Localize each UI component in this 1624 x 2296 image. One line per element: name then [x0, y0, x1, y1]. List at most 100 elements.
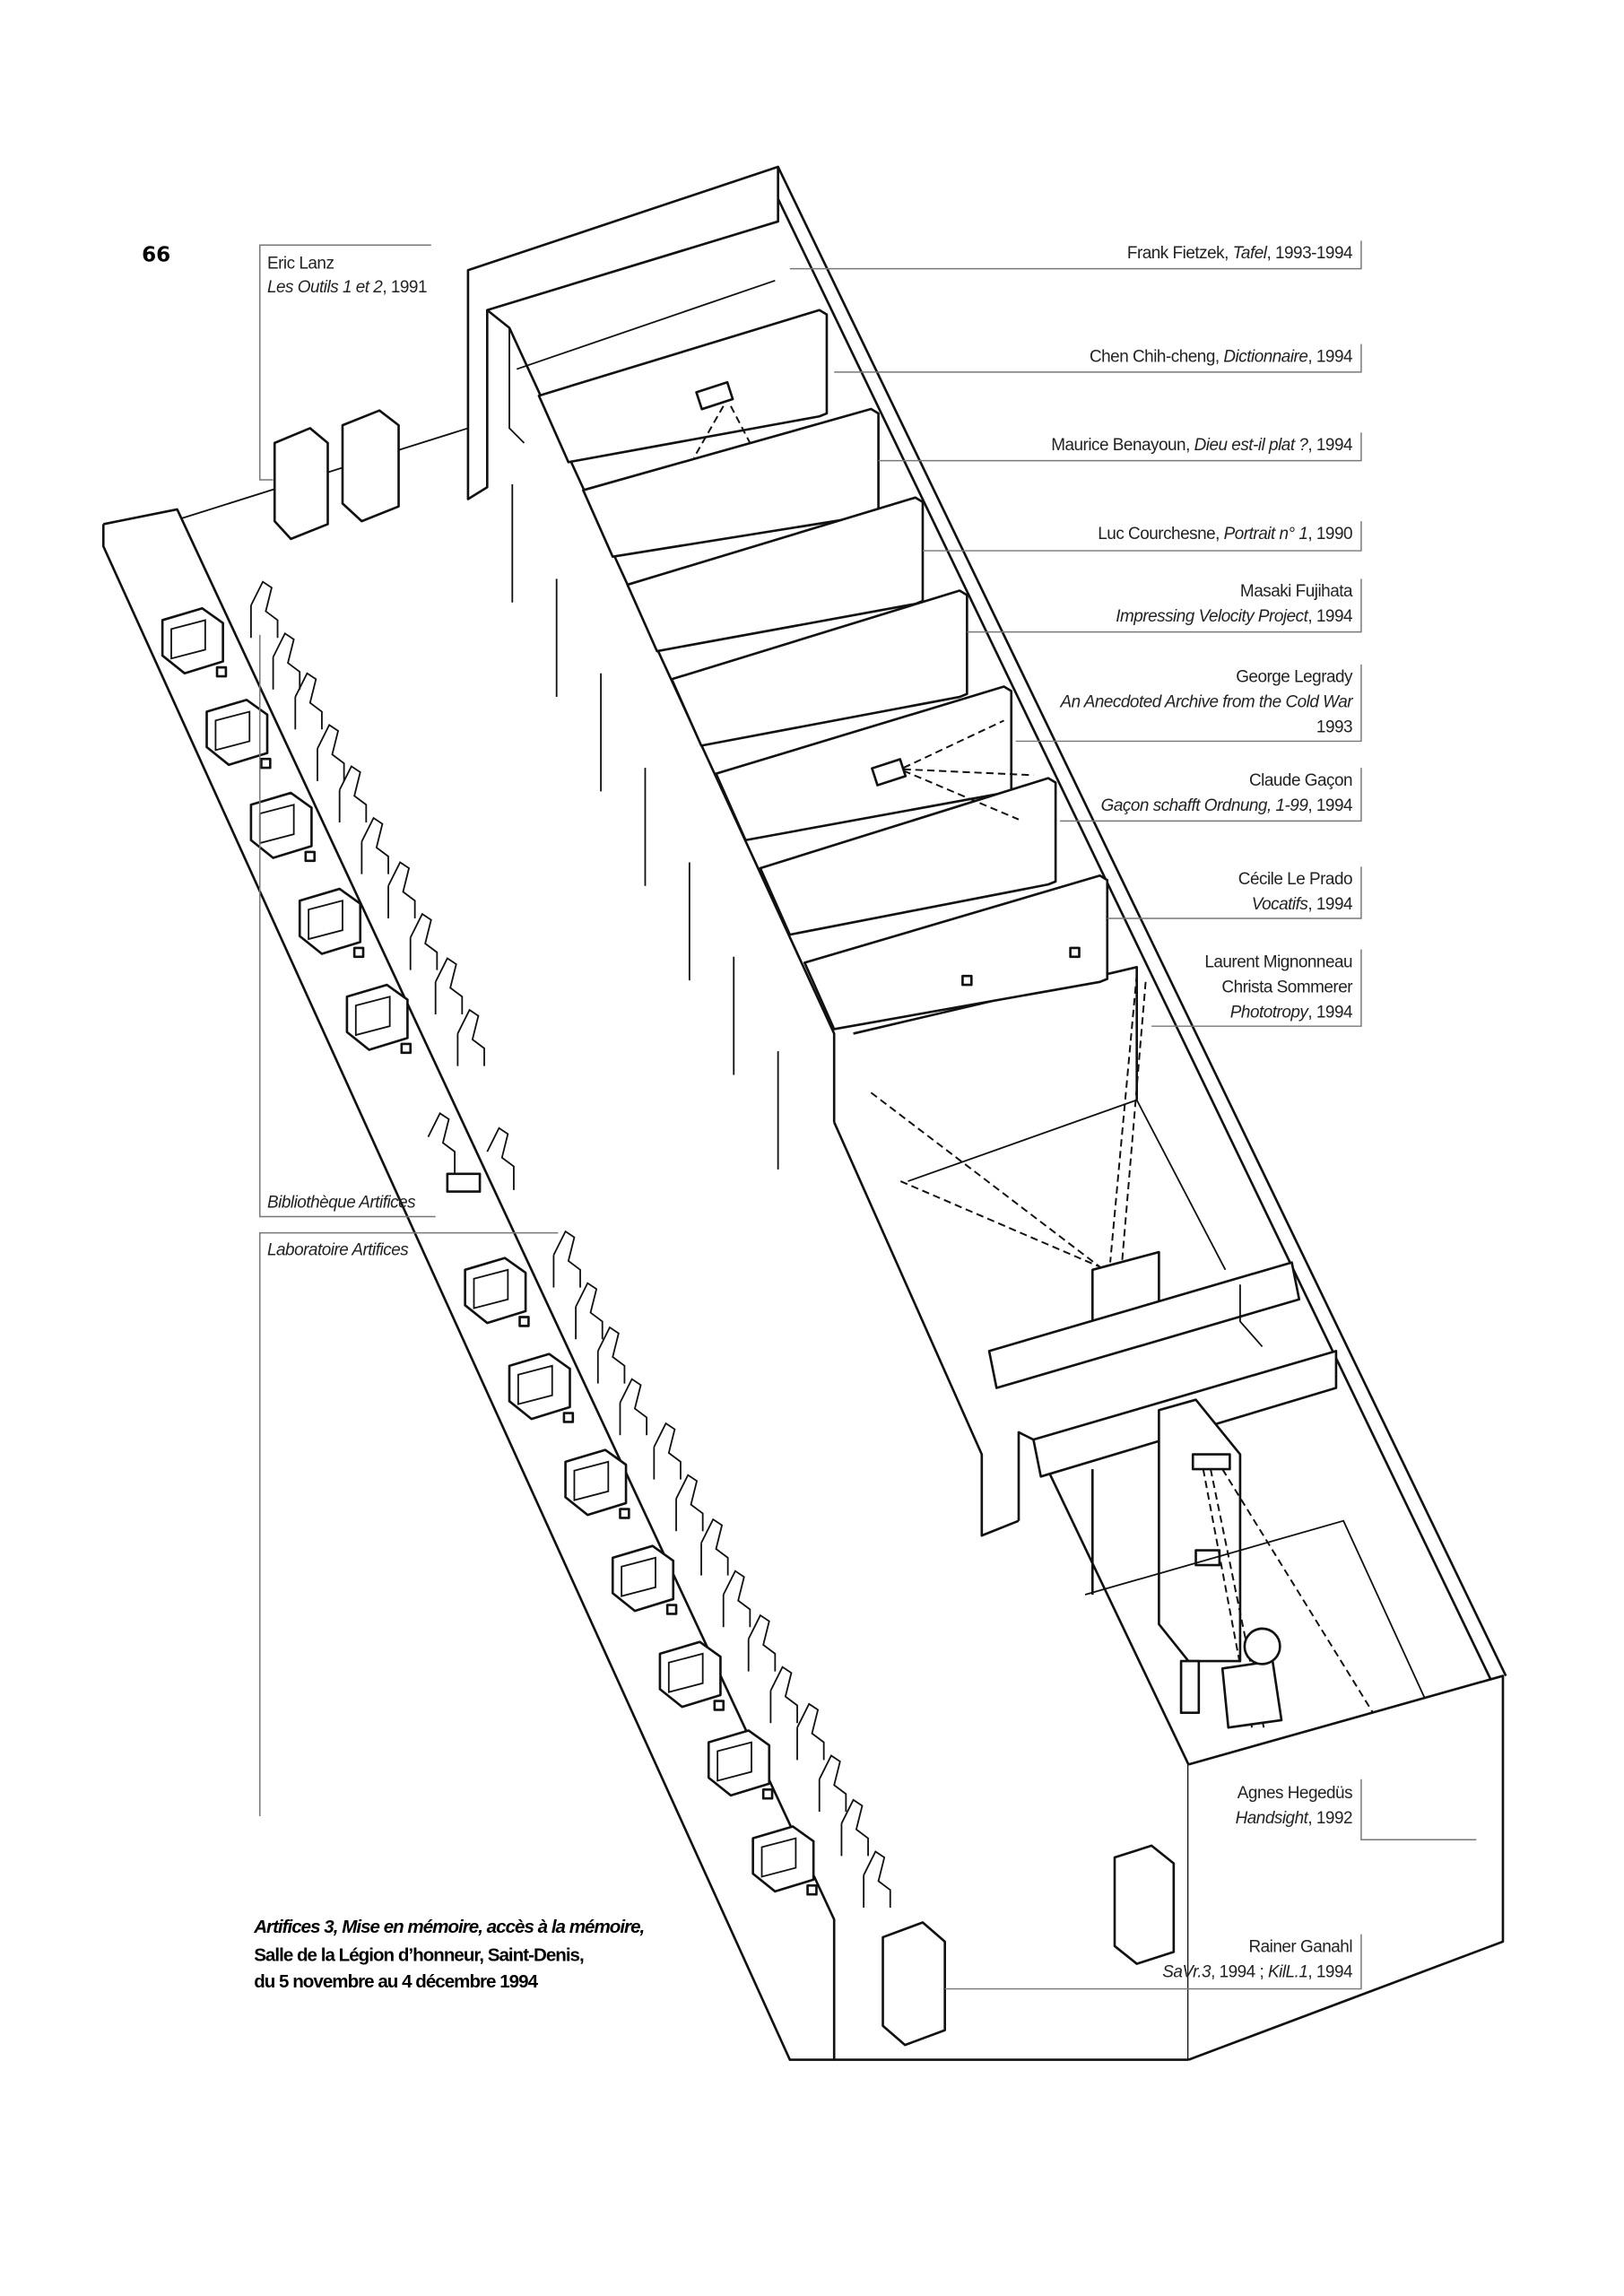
chair — [427, 1111, 456, 1176]
chair — [769, 1665, 798, 1724]
artist-labels: Frank Fietzek, Tafel, 1993-1994 Chen Chi… — [789, 240, 1477, 1990]
fietzek-rail — [516, 279, 776, 370]
mouse — [713, 1700, 725, 1711]
mouse — [518, 1316, 530, 1327]
monitor-screen — [621, 1556, 656, 1597]
label-sommerer-artist: Christa Sommerer — [1221, 978, 1352, 996]
wall-edge — [508, 327, 525, 444]
phototropy-wall — [853, 966, 1139, 1100]
label-legrady-work: An Anecdoted Archive from the Cold War — [1060, 693, 1354, 712]
mouse — [806, 1884, 818, 1896]
booth-partition — [670, 589, 968, 747]
hegedus-projector — [1191, 1453, 1231, 1471]
front-wall — [1187, 1674, 1505, 2061]
label-benayoun: Maurice Benayoun, Dieu est-il plat ?, 19… — [1051, 436, 1352, 455]
projection-ray — [730, 405, 751, 444]
label-hegedus-artist: Agnes Hegedüs — [1238, 1784, 1352, 1803]
mouse — [761, 1788, 774, 1800]
monitor-screen — [308, 900, 343, 941]
chair — [675, 1474, 704, 1532]
back-wall — [466, 165, 779, 500]
hegedus-column — [1158, 1398, 1242, 1663]
projection-room-floor — [908, 1099, 1227, 1271]
booth-partition — [537, 309, 829, 464]
chair — [387, 861, 416, 918]
mouse — [400, 1042, 413, 1055]
label-ganahl-artist: Rainer Ganahl — [1248, 1937, 1352, 1956]
projection-ray — [870, 1091, 1101, 1268]
wall-edge — [1239, 1284, 1264, 1348]
label-laboratoire: Laboratoire Artifices — [267, 1240, 409, 1259]
projection-ray — [1109, 974, 1138, 1263]
caption-title: Artifices 3, Mise en mémoire, accès à la… — [253, 1917, 644, 1937]
projection-ray — [1221, 1468, 1374, 1714]
right-outer-wall — [777, 166, 1507, 1677]
chair — [840, 1798, 869, 1857]
chen-projector — [695, 380, 734, 411]
hegedus-sphere — [1243, 1627, 1281, 1665]
chair — [796, 1702, 825, 1761]
label-legrady-artist: George Legrady — [1236, 668, 1353, 687]
projection-ray — [903, 719, 1004, 769]
chair — [294, 672, 323, 730]
lanz-terminal-2 — [341, 409, 400, 523]
booth-partition — [803, 874, 1109, 1031]
mouse — [352, 946, 365, 959]
label-gacon-work: Gaçon schafft Ordnung, 1-99, 1994 — [1101, 796, 1352, 815]
chair — [360, 816, 389, 874]
monitor-screen — [573, 1460, 610, 1501]
chair — [863, 1850, 891, 1909]
chair — [552, 1230, 581, 1288]
laboratoire-leader — [259, 1231, 559, 1816]
chair — [596, 1326, 626, 1384]
ganahl-terminal-2 — [881, 1921, 946, 2047]
hegedus-room-floor — [1084, 1519, 1426, 1699]
mouse — [562, 1412, 575, 1423]
caption-dates: du 5 novembre au 4 décembre 1994 — [254, 1971, 538, 1992]
chair — [434, 957, 464, 1015]
label-mignonneau-artist: Laurent Mignonneau — [1204, 952, 1352, 971]
caption-venue: Salle de la Légion d’honneur, Saint-Deni… — [254, 1944, 584, 1965]
label-hegedus-work: Handsight, 1992 — [1236, 1809, 1352, 1828]
mouse — [260, 757, 272, 770]
projection-ray — [903, 770, 1020, 821]
label-mignonneau-work: Phototropy, 1994 — [1230, 1003, 1352, 1022]
labels: Eric Lanz Les Outils 1 et 2, 1991 Biblio… — [259, 240, 1477, 1990]
label-ganahl-work: SaVr.3, 1994 ; KilL.1, 1994 — [1162, 1962, 1352, 1981]
label-lanz-work: Les Outils 1 et 2, 1991 — [267, 278, 427, 297]
booth-partition — [759, 777, 1057, 936]
monitor-screen — [716, 1741, 752, 1782]
cross-wall-1 — [987, 1261, 1301, 1389]
chair — [653, 1422, 682, 1480]
label-leprado-work: Vocatifs, 1994 — [1252, 895, 1352, 914]
label-fietzek: Frank Fietzek, Tafel, 1993-1994 — [1127, 244, 1352, 263]
mouse — [215, 665, 228, 678]
monitor-screen — [170, 619, 206, 660]
lanz-terminal-1 — [273, 427, 329, 541]
reading-table — [446, 1172, 482, 1193]
chair — [575, 1282, 604, 1340]
chair — [317, 724, 345, 781]
projection-ray — [903, 768, 1034, 777]
monitor-screen — [667, 1652, 704, 1693]
mouse — [665, 1604, 678, 1615]
library-desks — [161, 580, 891, 1909]
chair — [747, 1613, 777, 1672]
monitor-screen — [760, 1837, 797, 1878]
chair — [456, 1008, 485, 1066]
chair — [409, 912, 439, 970]
label-leprado-artist: Cécile Le Prado — [1238, 870, 1352, 889]
bibliotheque-leader — [259, 634, 436, 1218]
chair — [486, 1126, 515, 1190]
booth-partitions — [511, 309, 1109, 1170]
mouse — [304, 850, 317, 863]
label-legrady-year: 1993 — [1316, 718, 1352, 737]
chair — [619, 1378, 648, 1436]
leprado-speaker — [1069, 946, 1081, 959]
monitor-screen — [354, 996, 391, 1037]
chair — [818, 1754, 847, 1813]
label-gacon-artist: Claude Gaçon — [1249, 771, 1352, 790]
lower-left-wall — [832, 1121, 1020, 1537]
label-courchesne: Luc Courchesne, Portrait n° 1, 1990 — [1098, 525, 1352, 544]
